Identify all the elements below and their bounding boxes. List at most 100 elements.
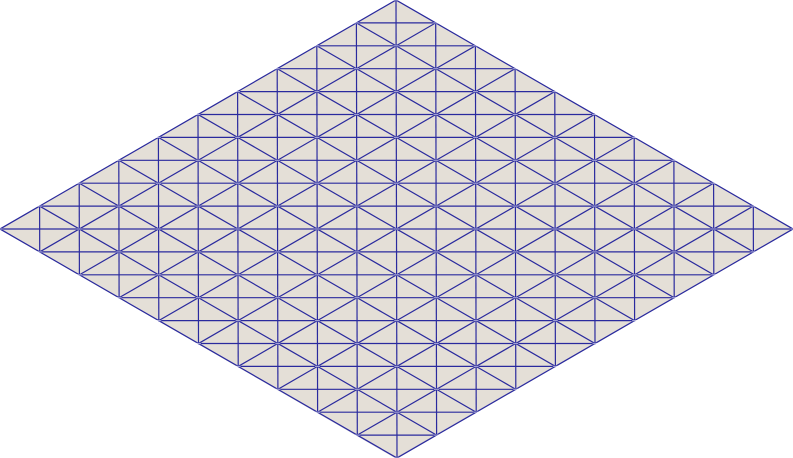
mesh-vertex [512, 113, 518, 116]
mesh-edge [236, 159, 279, 185]
mesh-vertex [314, 228, 320, 230]
mesh-vertex [671, 159, 677, 161]
mesh-edge [237, 273, 279, 299]
mesh-edge [78, 205, 120, 230]
mesh-vertex [433, 342, 439, 345]
mesh-vertex [394, 228, 399, 230]
mesh-edge [118, 296, 160, 322]
mesh-vertex [513, 388, 519, 390]
mesh-edge [315, 22, 358, 47]
mesh-edge [395, 90, 437, 116]
mesh-edge [514, 205, 556, 230]
mesh-vertex [473, 228, 479, 230]
mesh-edge [276, 319, 319, 345]
mesh-vertex [156, 320, 162, 322]
mesh-vertex [433, 113, 439, 116]
mesh-edge [633, 136, 675, 162]
mesh-vertex [394, 320, 400, 322]
mesh-vertex [434, 388, 439, 390]
mesh-edge [395, 159, 437, 185]
mesh-vertex [552, 320, 558, 322]
mesh-vertex [235, 274, 241, 276]
mesh-edge [355, 0, 397, 24]
mesh-edge [157, 182, 200, 207]
mesh-edge [514, 296, 557, 322]
mesh-edge [118, 205, 160, 230]
mesh-edge [395, 365, 438, 391]
mesh-edge [712, 182, 755, 207]
mesh-edge [395, 67, 437, 93]
mesh-edge [276, 342, 319, 368]
mesh-edge [435, 228, 477, 253]
mesh-edge [474, 67, 516, 93]
mesh-edge [316, 113, 358, 139]
mesh-edge [396, 411, 438, 436]
mesh-edge [356, 388, 398, 414]
mesh-edge [434, 44, 477, 70]
mesh-edge [197, 342, 240, 368]
mesh-edge [514, 342, 557, 368]
mesh-vertex [235, 136, 241, 138]
mesh-edge [435, 411, 478, 436]
mesh-edge [395, 182, 437, 207]
mesh-edge [554, 319, 596, 345]
mesh-edge [435, 90, 477, 116]
mesh-edge [752, 205, 793, 230]
mesh-vertex [314, 320, 320, 322]
mesh-vertex [195, 205, 201, 207]
mesh-edge [316, 228, 358, 253]
mesh-edge [474, 44, 516, 70]
mesh-vertex [513, 342, 519, 345]
mesh-edge [673, 159, 715, 185]
mesh-edge [395, 22, 437, 47]
mesh-edge [237, 251, 279, 276]
mesh-edge [197, 182, 239, 207]
mesh-edge [435, 182, 477, 207]
mesh-vertex [394, 274, 400, 276]
mesh-edge [197, 90, 239, 116]
mesh-edge [197, 159, 239, 185]
mesh-vertex [76, 274, 82, 276]
mesh-vertex [314, 182, 320, 184]
mesh-edge [395, 342, 438, 368]
mesh-edge [157, 113, 199, 139]
mesh-vertex [195, 297, 201, 299]
mesh-vertex [156, 274, 162, 276]
mesh-vertex [512, 68, 518, 70]
mesh-edge [395, 205, 437, 230]
mesh-edge [435, 365, 477, 391]
mesh-edge [316, 296, 358, 322]
mesh-edge [316, 67, 358, 93]
mesh-edge [633, 159, 675, 185]
mesh-edge [395, 0, 437, 24]
mesh-edge [474, 205, 517, 230]
mesh-edge [435, 205, 477, 230]
mesh-edge [237, 319, 279, 345]
mesh-edge [633, 273, 676, 299]
mesh-edge [78, 251, 120, 276]
mesh-edge [673, 205, 715, 230]
mesh-edge [434, 67, 477, 93]
mesh-vertex [473, 182, 479, 184]
mesh-vertex [393, 45, 399, 47]
mesh-vertex [473, 136, 479, 138]
mesh-edge [38, 182, 81, 207]
mesh-vertex [156, 182, 161, 184]
mesh-vertex [631, 182, 637, 184]
mesh-vertex [552, 365, 558, 367]
mesh-edge [276, 136, 318, 162]
mesh-vertex [37, 205, 43, 207]
mesh-vertex [434, 434, 440, 436]
mesh-edge [712, 205, 755, 230]
mesh-edge [316, 136, 358, 162]
mesh-vertex [711, 182, 717, 184]
mesh-edge [38, 228, 81, 253]
mesh-edge [514, 319, 557, 345]
mesh-vertex [196, 342, 201, 345]
mesh-edge [157, 319, 200, 345]
mesh-vertex [433, 297, 439, 299]
mesh-edge [435, 388, 478, 414]
mesh-edge [474, 228, 517, 253]
mesh-edge [276, 296, 319, 322]
